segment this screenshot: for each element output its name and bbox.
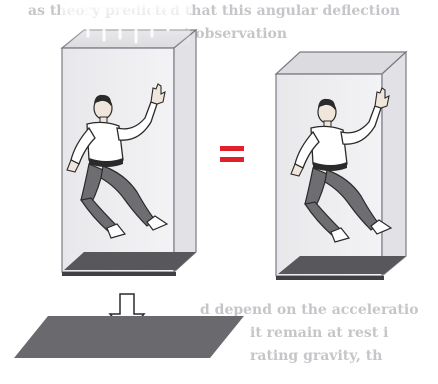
light-beam-icon	[60, 0, 190, 48]
right-floor	[278, 256, 406, 274]
left-floor	[64, 252, 196, 270]
ground-slab	[14, 316, 244, 358]
equals-sign	[220, 146, 244, 162]
